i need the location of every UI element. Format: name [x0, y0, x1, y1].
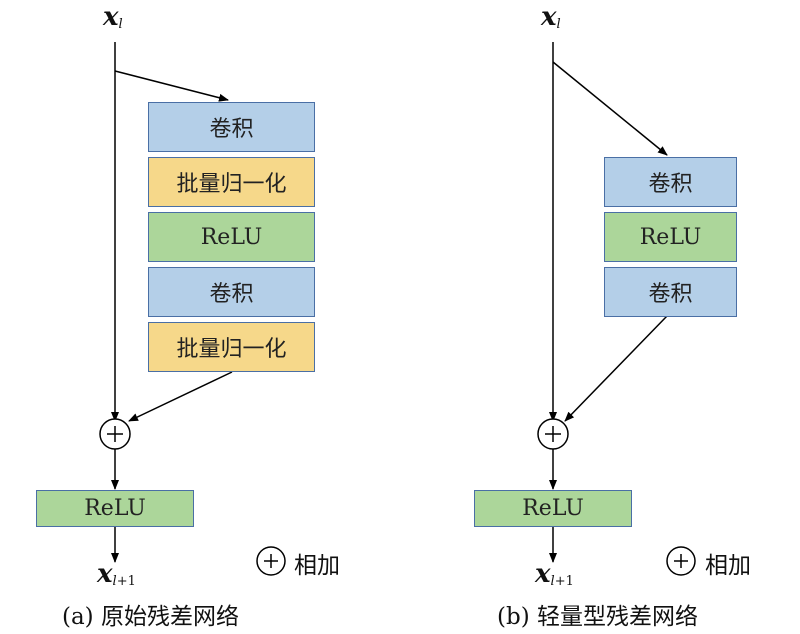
right-conv-block-2: 卷积: [604, 267, 737, 317]
right-conv-block-1-label: 卷积: [648, 172, 693, 197]
right-legend-label: 相加: [705, 553, 751, 579]
left-legend-add-icon: [256, 546, 286, 576]
right-input-label: xl: [541, 2, 561, 32]
right-merge-arrow: [564, 315, 668, 422]
left-final-relu-block: ReLU: [36, 490, 194, 527]
left-branch-arrow: [114, 70, 229, 102]
right-conv-block-2-label: 卷积: [648, 282, 693, 307]
left-legend-label: 相加: [294, 553, 340, 579]
right-final-relu-label: ReLU: [522, 496, 584, 521]
right-legend-add-icon: [666, 546, 696, 576]
left-caption: (a) 原始残差网络: [62, 604, 239, 630]
left-batchnorm-block-1-label: 批量归一化: [176, 172, 287, 197]
right-branch-arrow: [552, 61, 668, 156]
left-batchnorm-block-1: 批量归一化: [148, 157, 315, 207]
left-merge-arrow: [128, 371, 233, 422]
left-batchnorm-block-2-label: 批量归一化: [176, 337, 287, 362]
left-relu-block: ReLU: [148, 212, 315, 262]
left-final-relu-label: ReLU: [84, 496, 146, 521]
right-caption: (b) 轻量型残差网络: [497, 604, 698, 630]
left-conv-block-1-label: 卷积: [209, 117, 254, 142]
right-output-label: xl+1: [535, 559, 574, 589]
right-relu-block: ReLU: [604, 212, 737, 262]
left-input-label: xl: [103, 2, 123, 32]
right-relu-block-label: ReLU: [639, 224, 702, 250]
left-conv-block-2-label: 卷积: [209, 282, 254, 307]
left-conv-block-2: 卷积: [148, 267, 315, 317]
left-batchnorm-block-2: 批量归一化: [148, 322, 315, 372]
left-conv-block-1: 卷积: [148, 102, 315, 152]
right-conv-block-1: 卷积: [604, 157, 737, 207]
left-output-label: xl+1: [97, 559, 136, 589]
left-relu-block-label: ReLU: [200, 224, 263, 250]
right-final-relu-block: ReLU: [474, 490, 632, 527]
